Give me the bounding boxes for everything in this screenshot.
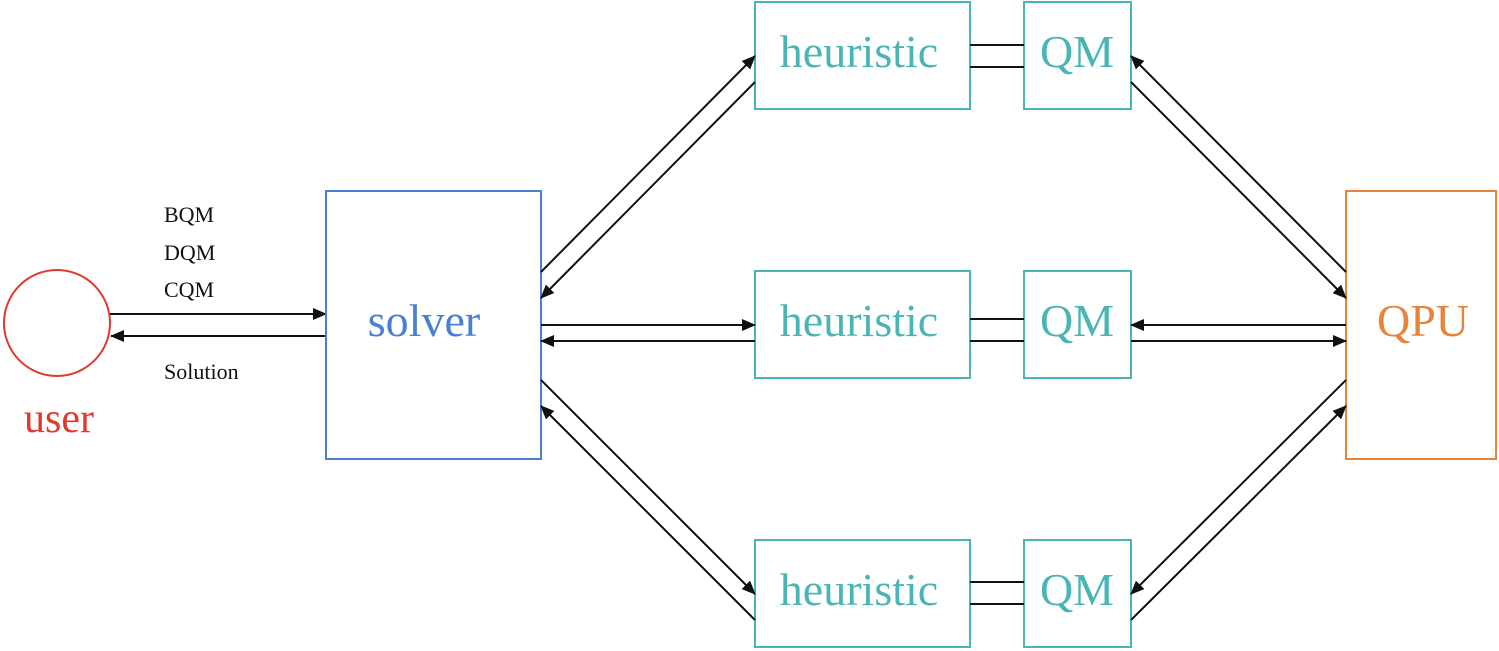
user-node (3, 269, 111, 377)
qm-bottom-to-qpu-arrow (1130, 405, 1347, 621)
solver-label: solver (368, 295, 480, 346)
input-label-cqm: CQM (164, 277, 214, 302)
qpu-to-qm-top-arrow (1130, 55, 1347, 273)
heuristic-label-bottom: heuristic (780, 564, 938, 615)
qm-top-to-qpu-arrow (1130, 81, 1347, 299)
solver-to-heuristic-top-arrow (540, 55, 756, 273)
output-label-solution: Solution (164, 359, 239, 384)
heuristic-top-to-solver-arrow (540, 81, 756, 299)
user-label: user (24, 396, 94, 442)
heuristic-bottom-to-solver-arrow (540, 405, 756, 621)
input-label-bqm: BQM (164, 202, 214, 227)
qm-label-top: QM (1040, 26, 1114, 77)
heuristic-label-top: heuristic (780, 26, 938, 77)
input-label-dqm: DQM (164, 240, 215, 265)
qm-label-middle: QM (1040, 295, 1114, 346)
qpu-label: QPU (1377, 295, 1469, 346)
qpu-to-qm-bottom-arrow (1130, 379, 1347, 595)
heuristic-label-middle: heuristic (780, 295, 938, 346)
solver-to-heuristic-bottom-arrow (540, 379, 756, 595)
qm-label-bottom: QM (1040, 564, 1114, 615)
